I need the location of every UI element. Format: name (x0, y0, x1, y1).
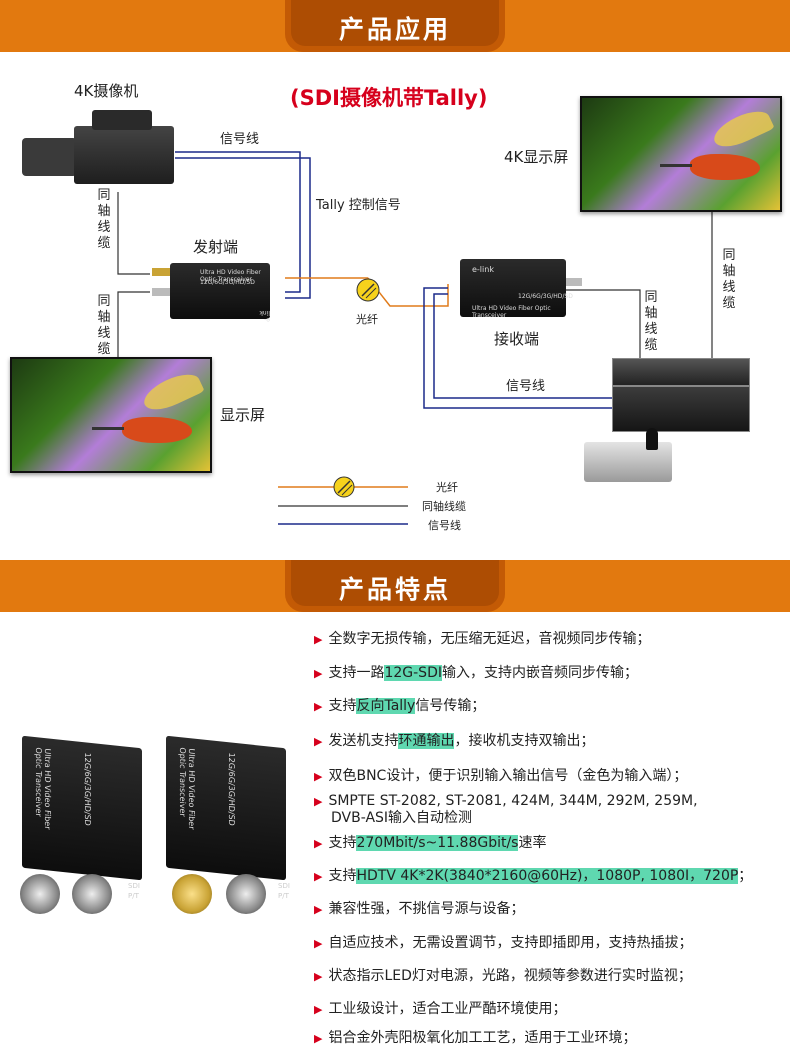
application-diagram: 4K摄像机 (SDI摄像机带Tally) 信号线 Tally 控制信号 同轴线缆… (0, 52, 790, 557)
coax-receiver-rack (566, 289, 641, 362)
transmitter-gold-bnc-icon (152, 268, 170, 276)
feature-item: ▶全数字无损传输，无压缩无延迟，音视频同步传输； (314, 631, 651, 647)
receiver-device: e-link 12G/6G/3G/HD/SD Ultra HD Video Fi… (460, 259, 573, 319)
coax-left-bottom-label: 同轴线缆 (97, 294, 111, 357)
features-list: ▶全数字无损传输，无压缩无延迟，音视频同步传输； ▶支持一路12G-SDI输入，… (0, 620, 790, 1053)
receiver-bnc-icon (566, 278, 582, 286)
banner-tab (285, 0, 505, 52)
diagram-subtitle: (SDI摄像机带Tally) (290, 86, 488, 110)
camera-icon (22, 110, 177, 192)
feature-item: ▶发送机支持环通输出，接收机支持双输出； (314, 733, 595, 749)
transmitter-silver-bnc-icon (152, 288, 170, 296)
bullet-arrow-icon: ▶ (314, 633, 323, 646)
bullet-arrow-icon: ▶ (314, 700, 323, 713)
legend-fiber-connector-icon (333, 476, 355, 498)
receiver-label: 接收端 (494, 330, 540, 348)
transmitter-device-formats: 12G/6G/3G/HD/SD (200, 279, 255, 286)
receiver-device-text: Ultra HD Video Fiber Optic Transceiver (472, 305, 551, 319)
feature-item: ▶状态指示LED灯对电源，光路，视频等参数进行实时监视； (314, 968, 692, 984)
signal-line-receiver-b (433, 293, 616, 399)
coax-right-top-label: 同轴线缆 (722, 248, 736, 311)
legend-fiber-label: 光纤 (436, 481, 458, 494)
feature-item: ▶支持HDTV 4K*2K(3840*2160@60Hz)，1080P, 108… (314, 868, 753, 884)
feature-item: ▶工业级设计，适合工业严酷环境使用； (314, 1001, 567, 1017)
coax-left-top-label: 同轴线缆 (97, 188, 111, 251)
port-label-pt: P/T (278, 892, 289, 900)
bullet-arrow-icon: ▶ (314, 770, 323, 783)
connection-lines (117, 151, 713, 525)
receiver-device-formats: 12G/6G/3G/HD/SD (518, 293, 573, 300)
hummingbird-image (660, 154, 760, 180)
fiber-label: 光纤 (356, 313, 378, 326)
feature-item: ▶自适应技术，无需设置调节，支持即插即用，支持热插拔； (314, 935, 693, 951)
signal-line-receiver-a (423, 287, 616, 409)
port-label-sdi: SDI (128, 882, 140, 890)
transmitter-brand: e-link (259, 309, 270, 323)
tally-label: Tally 控制信号 (316, 198, 401, 213)
camera-label: 4K摄像机 (74, 82, 139, 100)
hummingbird-image (92, 417, 192, 443)
banner-title: 产品特点 (338, 575, 451, 604)
signal-line-top-label: 信号线 (220, 132, 260, 147)
legend-coax-label: 同轴线缆 (422, 500, 466, 513)
display-left-label: 显示屏 (220, 406, 266, 424)
feature-item: ▶支持反向Tally信号传输； (314, 698, 486, 714)
bullet-arrow-icon: ▶ (314, 667, 323, 680)
bullet-arrow-icon: ▶ (314, 970, 323, 983)
feature-item: ▶支持一路12G-SDI输入，支持内嵌音频同步传输； (314, 665, 638, 681)
hummingbird-wing (139, 367, 205, 417)
hummingbird-wing (709, 104, 775, 154)
bullet-arrow-icon: ▶ (314, 903, 323, 916)
section-banner-application: 产品应用 (0, 0, 790, 52)
bullet-arrow-icon: ▶ (314, 1032, 323, 1045)
signal-line-camera-b (175, 157, 311, 299)
bullet-arrow-icon: ▶ (314, 870, 323, 883)
fiber-connector-icon (356, 278, 380, 302)
feature-item: ▶SMPTE ST-2082, ST-2081, 424M, 344M, 292… (314, 793, 698, 826)
coax-camera-transmitter (117, 192, 150, 275)
silver-bnc-connector-icon (20, 874, 60, 914)
gold-bnc-connector-icon (172, 874, 212, 914)
legend-signal-label: 信号线 (428, 519, 461, 532)
bullet-arrow-icon: ▶ (314, 795, 323, 808)
signal-line-camera-a (175, 151, 301, 293)
port-label-sdi: SDI (278, 882, 290, 890)
coax-transmitter-display (117, 291, 150, 357)
bullet-arrow-icon: ▶ (314, 837, 323, 850)
display-right-label: 4K显示屏 (504, 148, 569, 166)
signal-line-bottom-label: 信号线 (506, 379, 546, 394)
transmitter-device: Ultra HD Video Fiber Optic Transceiver 1… (170, 263, 270, 323)
display-left (10, 357, 212, 473)
display-right-4k (580, 96, 782, 212)
rack-equipment-icon (612, 358, 750, 432)
feature-item: ▶双色BNC设计，便于识别输入输出信号（金色为输入端）； (314, 768, 688, 784)
feature-item: ▶兼容性强，不挑信号源与设备； (314, 901, 525, 917)
transmitter-device-text: Ultra HD Video Fiber Optic Transceiver (200, 269, 261, 283)
joystick-icon (646, 428, 658, 450)
bullet-arrow-icon: ▶ (314, 1003, 323, 1016)
banner-tab (285, 560, 505, 612)
feature-item: ▶铝合金外壳阳极氧化加工工艺，适用于工业环境； (314, 1030, 637, 1046)
receiver-brand: e-link (472, 265, 494, 274)
bullet-arrow-icon: ▶ (314, 937, 323, 950)
silver-bnc-connector-icon (226, 874, 266, 914)
transmitter-label: 发射端 (193, 238, 239, 256)
section-banner-features: 产品特点 (0, 560, 790, 612)
bullet-arrow-icon: ▶ (314, 735, 323, 748)
port-label-pt: P/T (128, 892, 139, 900)
coax-right-mid-label: 同轴线缆 (644, 290, 658, 353)
fiber-line-b (367, 277, 449, 307)
banner-title: 产品应用 (338, 15, 451, 44)
feature-item: ▶支持270Mbit/s~11.88Gbit/s速率 (314, 835, 547, 851)
control-keyboard-icon (584, 442, 672, 482)
product-photo: Ultra HD Video Fiber Optic Transceiver 1… (10, 732, 306, 942)
silver-bnc-connector-icon (72, 874, 112, 914)
